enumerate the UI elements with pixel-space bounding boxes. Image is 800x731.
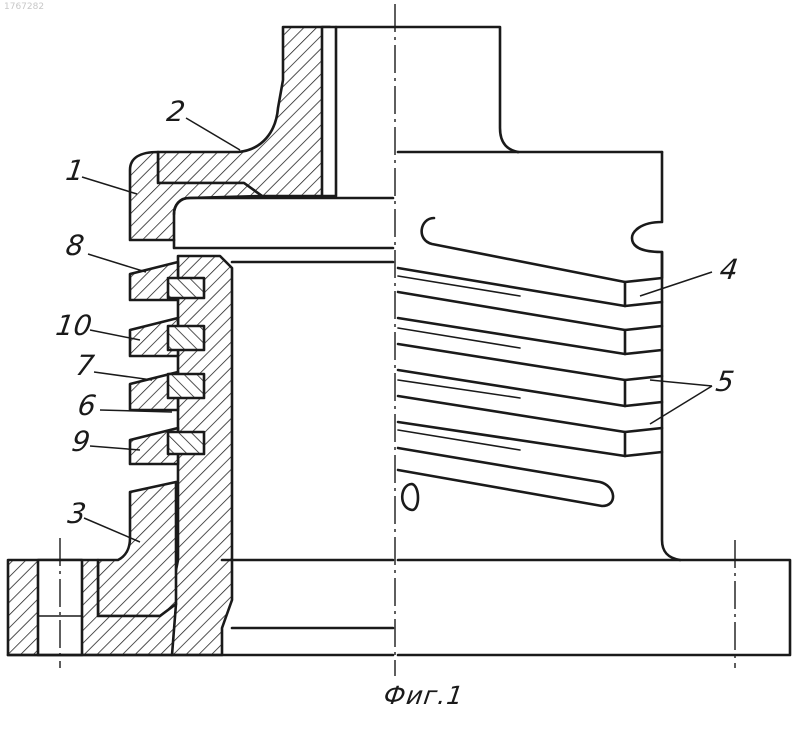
part-6-central-sleeve [172, 256, 232, 655]
spring-inner-4 [398, 430, 520, 450]
spring-coil-bottom-end [402, 484, 418, 510]
spring-inner-2 [398, 328, 520, 348]
spring-inner-3 [398, 380, 520, 398]
spring-coil-1a [398, 268, 662, 306]
callout-10: 10 [54, 312, 94, 340]
spring-coil-2a [398, 318, 662, 354]
spring-coil-2b [398, 344, 662, 380]
spring-coil-top-end [422, 218, 662, 282]
callout-7: 7 [74, 352, 96, 380]
insert-4 [168, 432, 204, 454]
exterior-neck [336, 27, 518, 152]
part-3-lower-base [98, 482, 176, 616]
leader-2 [186, 118, 240, 150]
spring-coil-4a [398, 422, 662, 456]
spring-coil-3a [398, 370, 662, 406]
spring-coil-3b [398, 396, 662, 432]
insert-3 [168, 374, 204, 398]
leader-4 [640, 272, 712, 296]
insert-2 [168, 326, 204, 350]
leader-8 [88, 254, 146, 272]
leader-5a [650, 380, 712, 386]
leader-7 [94, 372, 152, 380]
leader-5b [650, 386, 712, 424]
upper-bore-outline [174, 198, 393, 214]
exterior-body-right [632, 152, 680, 560]
insert-1 [168, 278, 204, 298]
figure-caption: Фиг.1 [382, 681, 466, 710]
part-2-sleeve [322, 27, 336, 196]
base-plate-right [398, 560, 790, 655]
spring-coil-4b [398, 448, 613, 506]
upper-bore-lower [174, 240, 393, 248]
